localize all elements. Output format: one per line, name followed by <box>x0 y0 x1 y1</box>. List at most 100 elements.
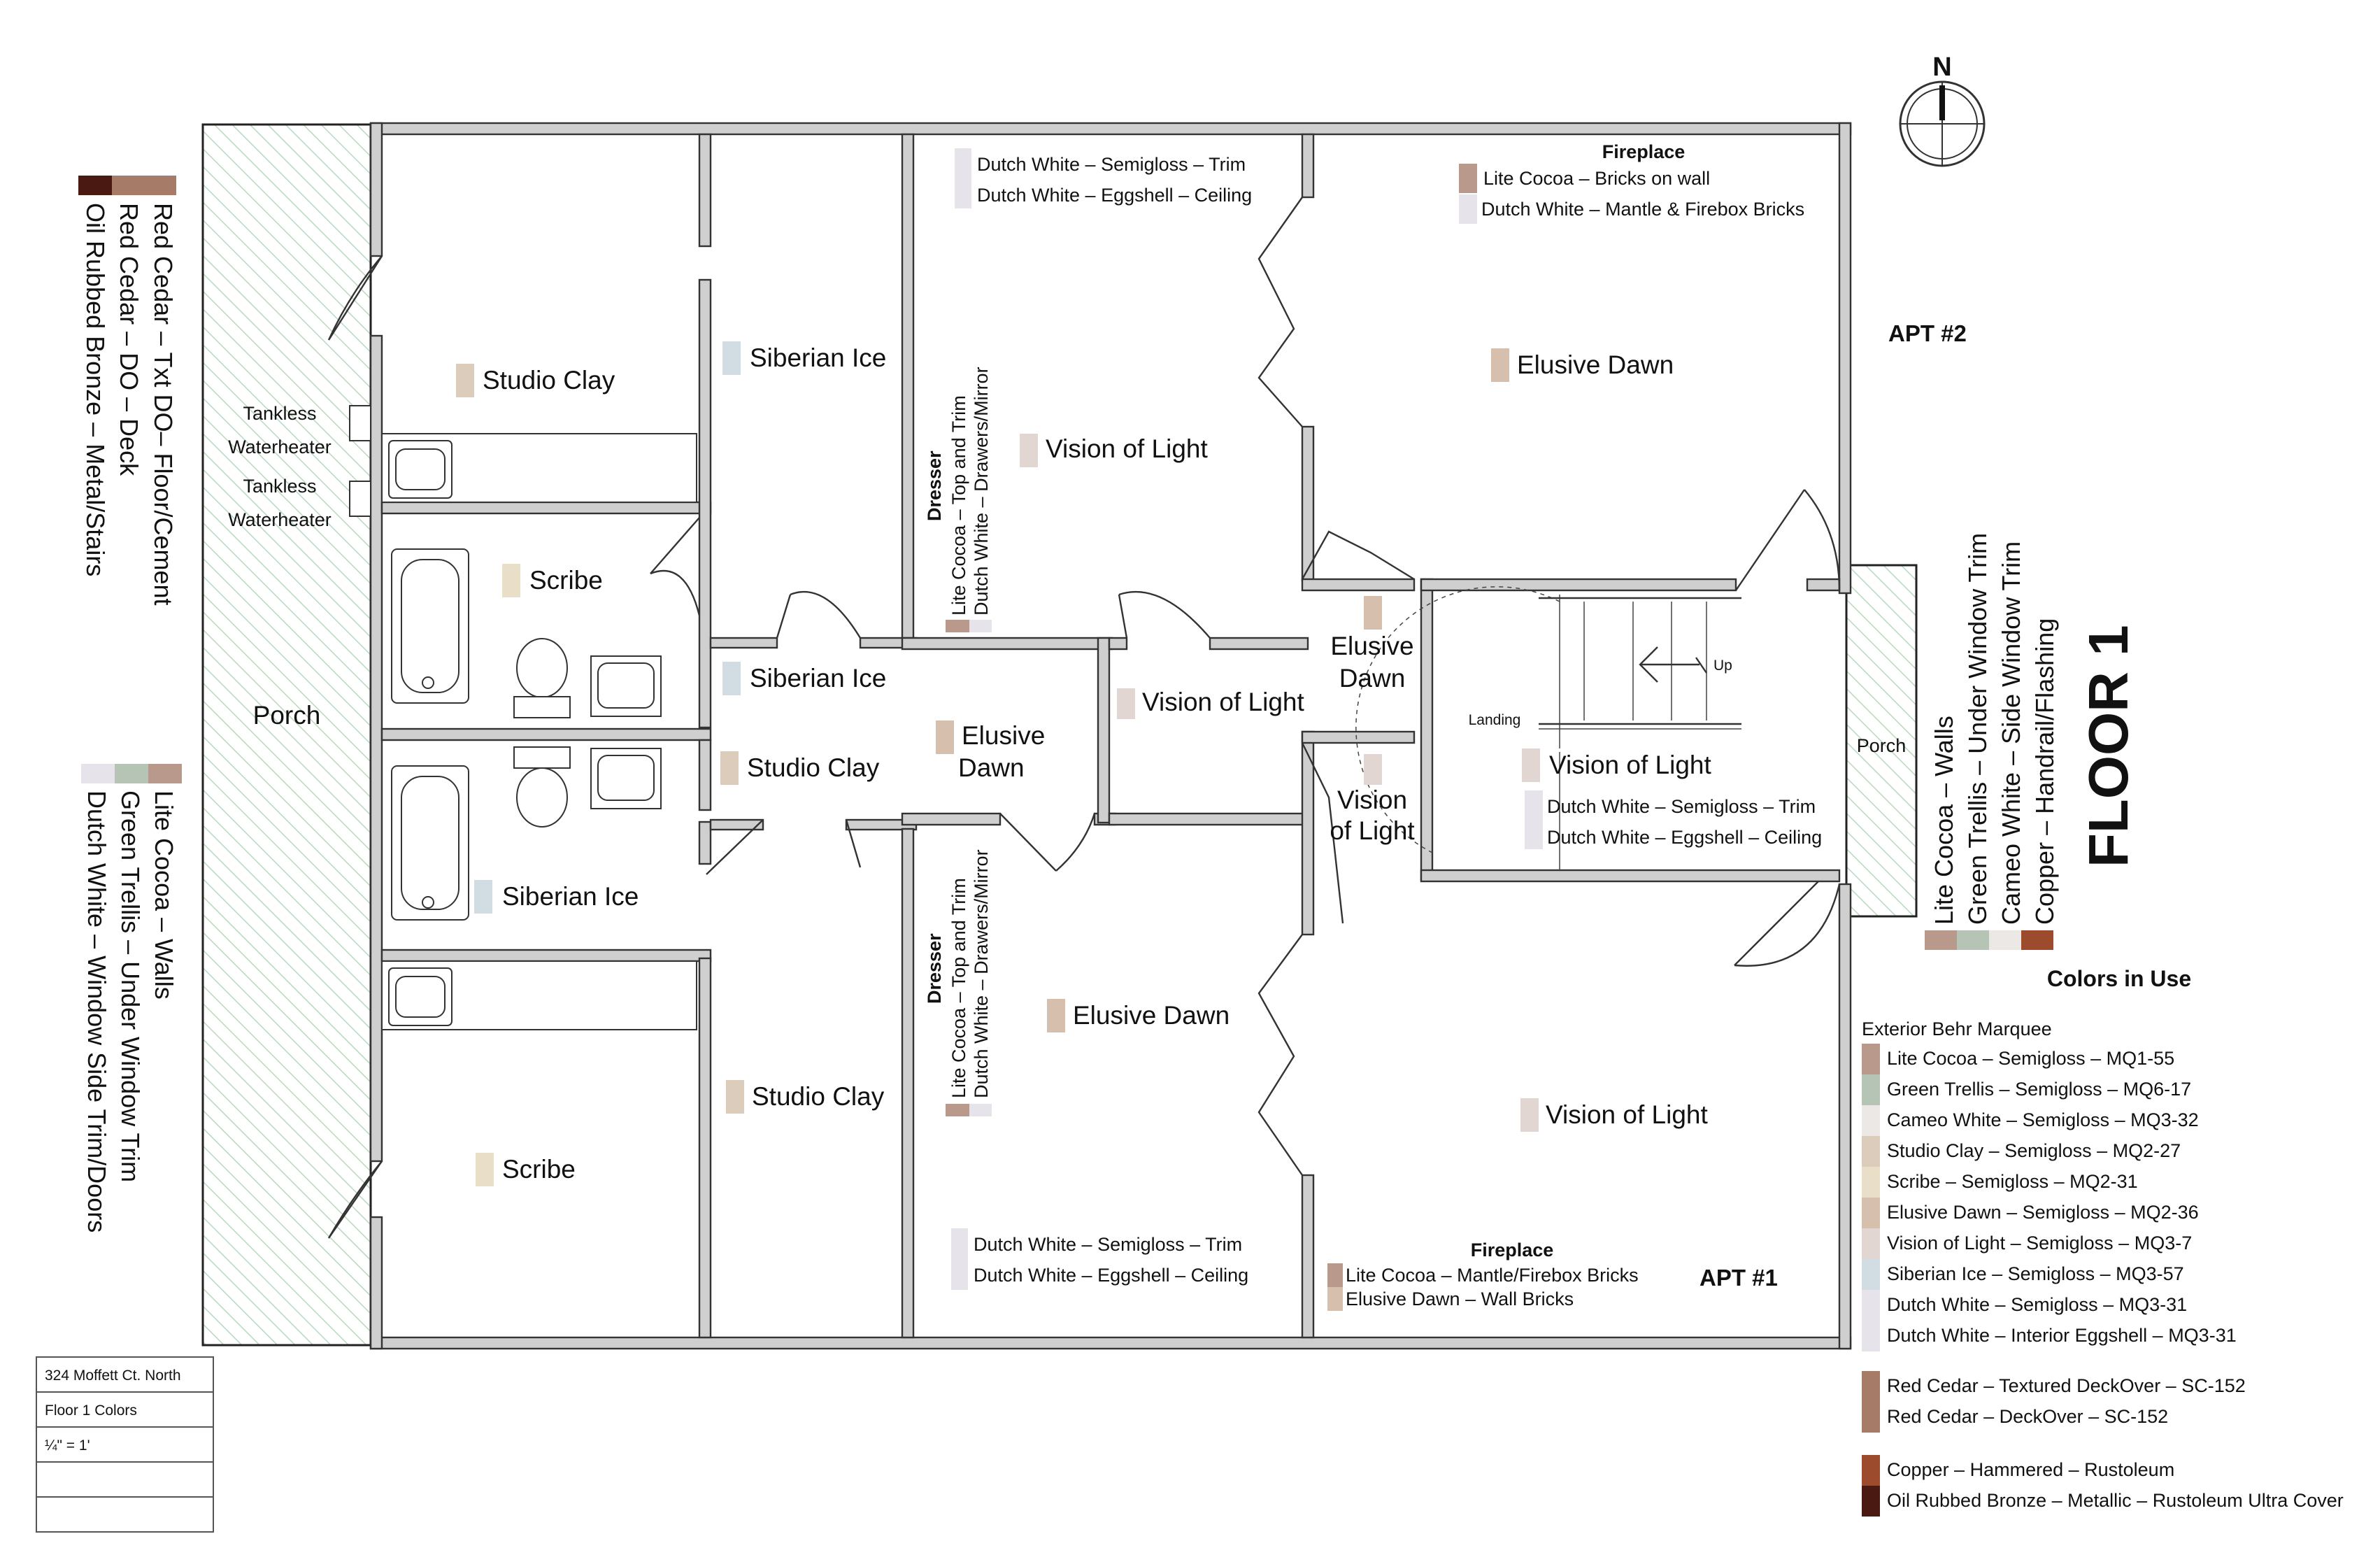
swatch <box>1522 748 1540 782</box>
svg-text:Up: Up <box>1713 658 1732 674</box>
room-label: Elusive <box>962 721 1045 750</box>
svg-text:324 Moffett Ct. North: 324 Moffett Ct. North <box>45 1368 181 1384</box>
room-labels: Studio Clay Siberian Ice Scribe Siberian… <box>456 341 1711 1186</box>
interior-walls <box>380 133 1841 1339</box>
room-label: Scribe <box>529 566 603 595</box>
svg-text:Dresser: Dresser <box>924 450 945 521</box>
swatch <box>476 1153 494 1186</box>
svg-text:Lite Cocoa – Bricks on wall: Lite Cocoa – Bricks on wall <box>1483 168 1710 189</box>
svg-text:Dutch White – Semigloss – Trim: Dutch White – Semigloss – Trim <box>977 154 1246 175</box>
svg-text:Red Cedar – Txt DO– Floor/Ceme: Red Cedar – Txt DO– Floor/Cement <box>149 203 178 606</box>
east-porch <box>1845 564 1918 918</box>
svg-text:Dutch White – Semigloss – Trim: Dutch White – Semigloss – Trim <box>974 1234 1242 1255</box>
colors-in-use-legend: Colors in Use Exterior Behr Marquee Lite… <box>1862 966 2344 1517</box>
svg-text:Scribe – Semigloss – MQ2-31: Scribe – Semigloss – MQ2-31 <box>1887 1171 2138 1192</box>
room-label: Dawn <box>958 753 1025 782</box>
svg-text:Dutch White – Eggshell – Ceili: Dutch White – Eggshell – Ceiling <box>1547 827 1822 848</box>
svg-text:Dutch White – Window Side Trim: Dutch White – Window Side Trim/Doors <box>83 790 111 1233</box>
floor-title: FLOOR 1 <box>2077 625 2139 867</box>
swatch <box>726 1080 744 1114</box>
svg-text:Dutch White – Drawers/Mirror: Dutch White – Drawers/Mirror <box>971 367 992 616</box>
east-porch-label: Porch <box>1857 735 1907 756</box>
svg-text:Oil Rubbed Bronze – Metal/Stai: Oil Rubbed Bronze – Metal/Stairs <box>81 203 110 576</box>
room-label: Siberian Ice <box>750 343 886 372</box>
svg-text:Exterior Behr Marquee: Exterior Behr Marquee <box>1862 1018 2052 1039</box>
svg-text:Vision of Light – Semigloss –: Vision of Light – Semigloss – MQ3-7 <box>1887 1233 2192 1254</box>
svg-text:Oil Rubbed Bronze – Metallic –: Oil Rubbed Bronze – Metallic – Rustoleum… <box>1887 1490 2344 1511</box>
side-legend-top: Red Cedar – Txt DO– Floor/Cement Red Ced… <box>78 176 178 606</box>
apt1-label: APT #1 <box>1700 1265 1778 1291</box>
swatch <box>1020 434 1038 467</box>
svg-text:Tankless: Tankless <box>243 403 316 424</box>
room-label: Elusive Dawn <box>1073 1001 1230 1030</box>
svg-text:Lite Cocoa – Semigloss – MQ1-5: Lite Cocoa – Semigloss – MQ1-55 <box>1887 1048 2174 1069</box>
svg-text:Dresser: Dresser <box>924 933 945 1004</box>
svg-text:Fireplace: Fireplace <box>1602 141 1686 162</box>
room-label: Elusive Dawn <box>1517 350 1674 379</box>
svg-text:Dutch White – Semigloss – MQ3-: Dutch White – Semigloss – MQ3-31 <box>1887 1294 2187 1315</box>
west-porch <box>201 123 372 1347</box>
side-legend-mid: Lite Cocoa – Walls Green Trellis – Under… <box>81 764 182 1233</box>
swatch <box>474 880 492 914</box>
title-block: 324 Moffett Ct. North Floor 1 Colors ¼" … <box>36 1356 214 1533</box>
swatch <box>1047 999 1065 1032</box>
side-legend-right: Lite Cocoa – Walls Green Trellis – Under… <box>1925 533 2059 950</box>
room-label: Studio Clay <box>483 366 615 395</box>
svg-text:Fireplace: Fireplace <box>1471 1240 1554 1261</box>
svg-text:Studio Clay – Semigloss – MQ2-: Studio Clay – Semigloss – MQ2-27 <box>1887 1140 2181 1161</box>
room-label: Vision of Light <box>1046 434 1208 463</box>
room-label: of Light <box>1330 816 1415 845</box>
swatch <box>1364 596 1382 630</box>
room-label: Vision of Light <box>1142 688 1304 716</box>
svg-text:Red Cedar – DO – Deck: Red Cedar – DO – Deck <box>115 203 143 476</box>
swatch <box>936 720 954 754</box>
svg-text:Lite Cocoa – Top and Trim: Lite Cocoa – Top and Trim <box>948 878 969 1098</box>
svg-text:Dutch White – Eggshell – Ceili: Dutch White – Eggshell – Ceiling <box>977 185 1252 206</box>
swatch <box>720 751 739 785</box>
swatch <box>1520 1098 1539 1132</box>
svg-text:Waterheater: Waterheater <box>228 436 332 457</box>
svg-text:Colors in Use: Colors in Use <box>2047 966 2191 991</box>
svg-text:Red Cedar – DeckOver – SC-152: Red Cedar – DeckOver – SC-152 <box>1887 1406 2168 1427</box>
room-label: Dawn <box>1339 664 1406 693</box>
svg-text:Tankless: Tankless <box>243 476 316 497</box>
room-notes: Dutch White – Semigloss – Trim Dutch Whi… <box>924 141 1822 1311</box>
svg-text:Cameo White – Semigloss – MQ3-: Cameo White – Semigloss – MQ3-32 <box>1887 1109 2199 1130</box>
svg-text:Landing: Landing <box>1469 712 1521 728</box>
swatch <box>1364 754 1382 785</box>
svg-text:Waterheater: Waterheater <box>228 509 332 530</box>
svg-text:Elusive Dawn – Wall Bricks: Elusive Dawn – Wall Bricks <box>1346 1288 1574 1309</box>
room-label: Studio Clay <box>752 1082 885 1111</box>
swatch <box>1491 348 1509 382</box>
west-porch-label: Porch <box>253 701 321 730</box>
svg-text:Dutch White – Interior Eggshel: Dutch White – Interior Eggshell – MQ3-31 <box>1887 1325 2237 1346</box>
svg-text:Lite Cocoa – Walls: Lite Cocoa – Walls <box>150 790 178 1000</box>
room-label: Vision of Light <box>1549 751 1711 779</box>
svg-text:Dutch White – Semigloss – Trim: Dutch White – Semigloss – Trim <box>1547 796 1816 817</box>
svg-text:¼" = 1': ¼" = 1' <box>45 1437 90 1454</box>
svg-text:Dutch White – Eggshell – Ceili: Dutch White – Eggshell – Ceiling <box>974 1265 1248 1286</box>
svg-text:Green Trellis – Under Window T: Green Trellis – Under Window Trim <box>116 790 145 1182</box>
swatch <box>722 662 741 695</box>
fixture-labels: Tankless Waterheater Tankless Waterheate… <box>228 403 1732 728</box>
room-label: Elusive <box>1330 632 1413 660</box>
stair <box>1355 586 1741 870</box>
svg-text:Lite Cocoa – Walls: Lite Cocoa – Walls <box>1930 716 1958 925</box>
swatch <box>456 364 474 397</box>
svg-text:Copper – Handrail/Flashing: Copper – Handrail/Flashing <box>2030 618 2059 925</box>
room-label: Vision <box>1337 786 1407 814</box>
room-label: Scribe <box>502 1155 576 1184</box>
svg-text:Dutch White – Mantle & Firebox: Dutch White – Mantle & Firebox Bricks <box>1481 199 1804 220</box>
swatch <box>722 341 741 375</box>
north-label: N <box>1932 52 1951 82</box>
svg-text:Elusive Dawn – Semigloss – MQ2: Elusive Dawn – Semigloss – MQ2-36 <box>1887 1202 2199 1223</box>
room-label: Studio Clay <box>747 753 880 782</box>
north-compass <box>1899 80 1986 167</box>
svg-text:Copper – Hammered – Rustoleum: Copper – Hammered – Rustoleum <box>1887 1459 2174 1480</box>
svg-text:Siberian Ice – Semigloss – MQ3: Siberian Ice – Semigloss – MQ3-57 <box>1887 1263 2184 1284</box>
room-label: Vision of Light <box>1546 1100 1708 1129</box>
svg-text:Red Cedar – Textured DeckOver: Red Cedar – Textured DeckOver – SC-152 <box>1887 1375 2246 1396</box>
svg-text:Green Trellis – Under Window T: Green Trellis – Under Window Trim <box>1963 533 1992 925</box>
room-label: Siberian Ice <box>502 882 639 911</box>
svg-text:Lite Cocoa – Top and Trim: Lite Cocoa – Top and Trim <box>948 395 969 616</box>
